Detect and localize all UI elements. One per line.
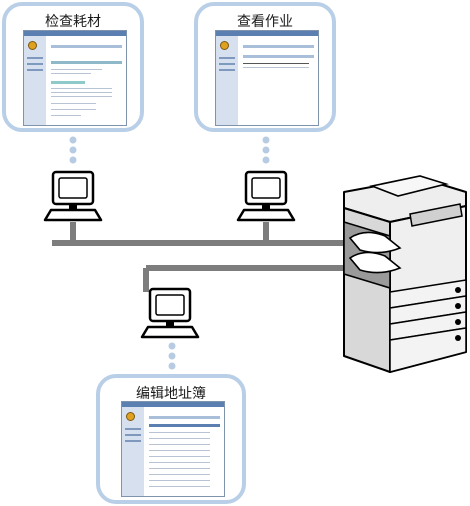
connector-dot bbox=[69, 146, 77, 154]
view-jobs-screenshot bbox=[215, 30, 319, 126]
edit-address-book-screenshot bbox=[121, 401, 225, 497]
connector-dot bbox=[168, 342, 176, 350]
check-supplies-title: 检查耗材 bbox=[45, 14, 101, 30]
connector-dot bbox=[69, 156, 77, 164]
logo-icon bbox=[220, 41, 230, 50]
view-jobs-bubble: 查看作业 bbox=[194, 2, 336, 132]
logo-icon bbox=[28, 41, 38, 50]
connector-dot bbox=[69, 136, 77, 144]
connector-dot bbox=[262, 156, 270, 164]
edit-address-book-title: 编辑地址簿 bbox=[136, 386, 206, 402]
connector-dot bbox=[262, 146, 270, 154]
edit-address-book-bubble: 编辑地址簿 bbox=[96, 374, 246, 504]
check-supplies-bubble: 检查耗材 bbox=[2, 2, 144, 132]
connector-dot bbox=[168, 352, 176, 360]
logo-icon bbox=[126, 412, 136, 421]
check-supplies-screenshot bbox=[23, 30, 127, 126]
connector-dot bbox=[168, 362, 176, 370]
connector-dot bbox=[262, 136, 270, 144]
view-jobs-title: 查看作业 bbox=[237, 14, 293, 30]
